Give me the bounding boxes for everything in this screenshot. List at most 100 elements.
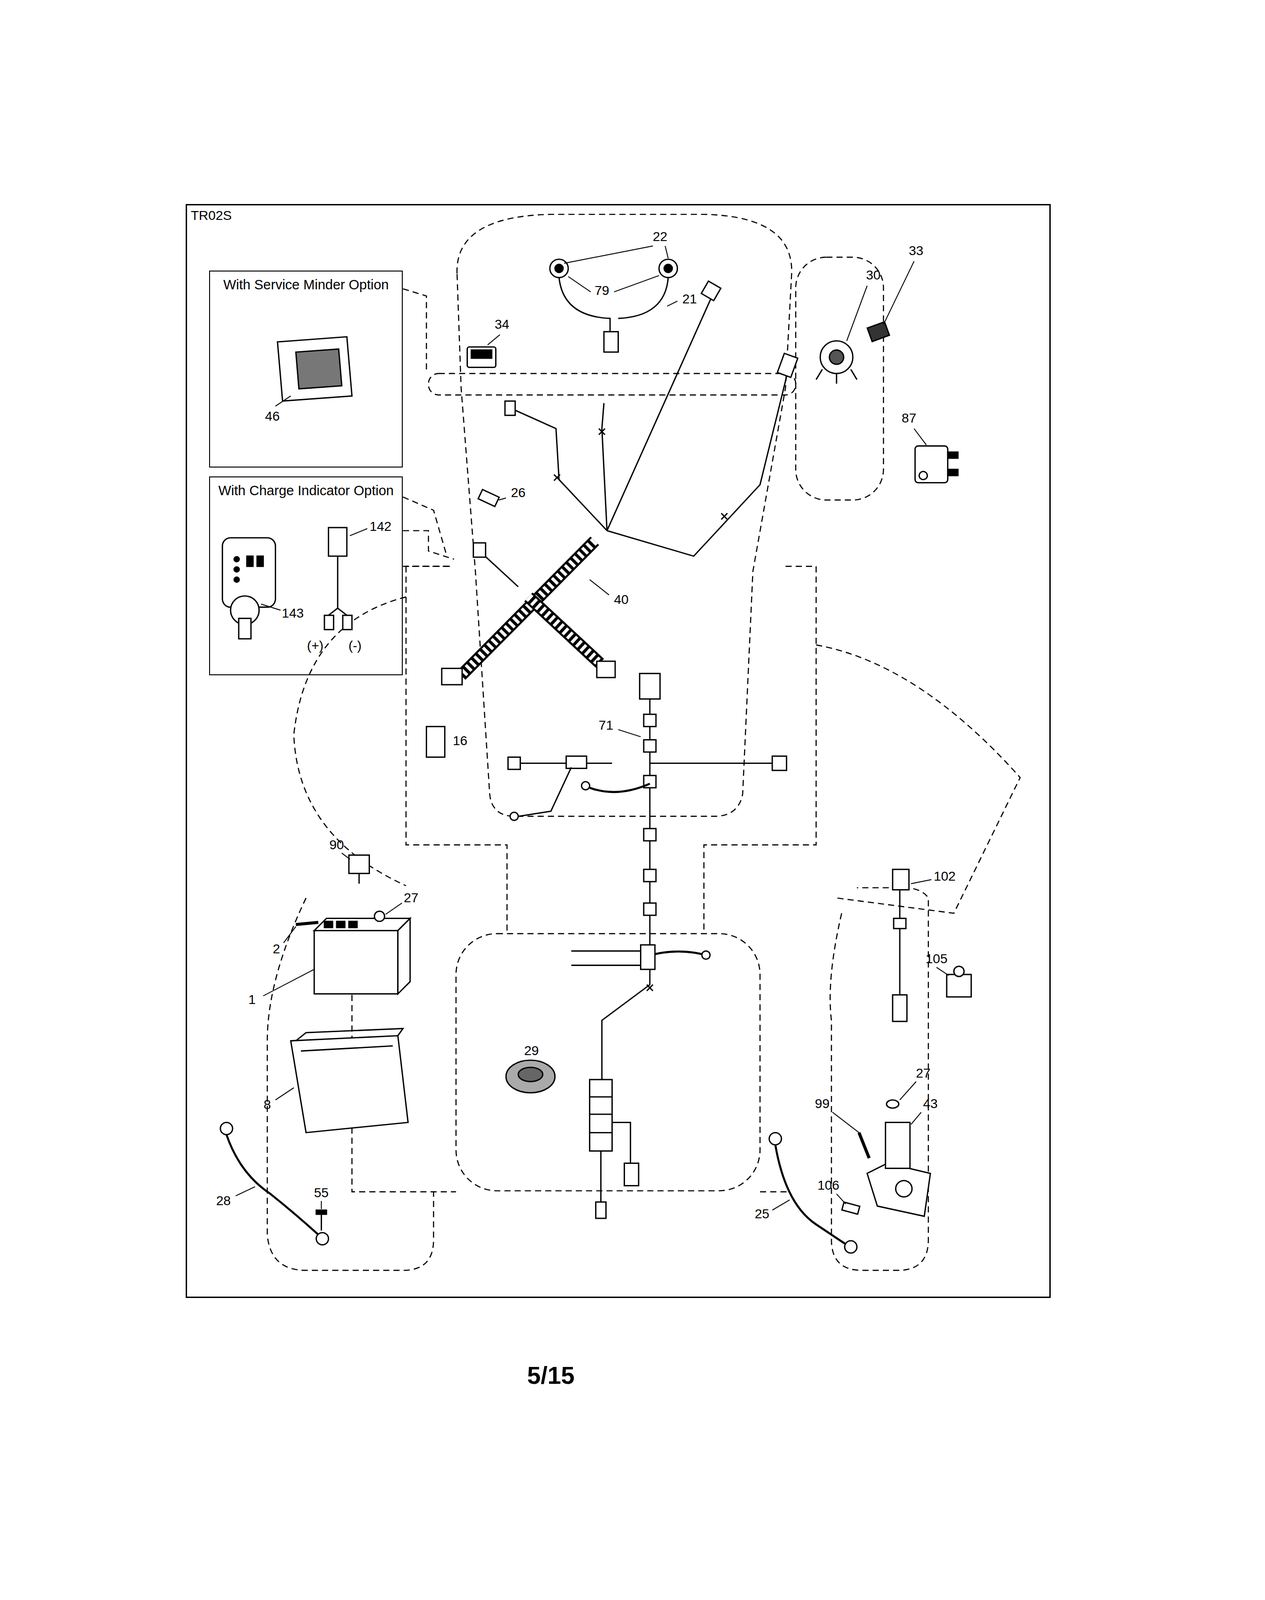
- callout-number: 105: [925, 952, 948, 966]
- drawing-line: [643, 903, 656, 916]
- drawing-line: [460, 540, 595, 676]
- drawing-line: [589, 579, 610, 595]
- drawing-line: [233, 556, 240, 562]
- drawing-line: [659, 259, 678, 278]
- drawing-line: [358, 873, 360, 884]
- drawing-line: [701, 950, 710, 959]
- drawing-line: [829, 349, 844, 364]
- drawing-line: [947, 469, 958, 476]
- drawing-line: [568, 275, 660, 293]
- drawing-line: [589, 1096, 613, 1133]
- drawing-line: [320, 1200, 322, 1209]
- callout-number: 102: [933, 869, 956, 883]
- drawing-line: [498, 497, 506, 500]
- drawing-line: [348, 921, 357, 928]
- drawing-line: [220, 1122, 233, 1135]
- drawing-line: [895, 1180, 912, 1198]
- drawing-line: [295, 922, 319, 925]
- callout-number: 28: [216, 1194, 231, 1208]
- callout-number: 16: [452, 734, 468, 748]
- drawing-line: [406, 565, 449, 567]
- drawing-line: [914, 428, 927, 445]
- callout-number: 43: [923, 1097, 938, 1111]
- callout-number: 34: [494, 317, 510, 332]
- drawing-line: [226, 1134, 319, 1235]
- callout-number: 1: [248, 993, 257, 1007]
- drawing-line: [618, 277, 669, 319]
- drawing-line: [564, 246, 669, 264]
- drawing-line: [558, 277, 610, 337]
- drawing-line: [844, 1240, 858, 1253]
- drawing-line: [883, 261, 914, 325]
- drawing-line: [295, 348, 342, 389]
- drawing-line: [667, 301, 678, 307]
- drawing-line: [518, 1067, 543, 1082]
- drawing-line: [915, 445, 949, 483]
- callout-number: 143: [281, 606, 304, 620]
- callout-number: 142: [369, 519, 392, 534]
- option-heading: With Charge Indicator Option: [218, 482, 394, 499]
- callout-number: 90: [329, 838, 344, 852]
- drawing-line: [936, 967, 949, 976]
- drawing-line: [505, 1060, 555, 1093]
- drawing-line: [428, 373, 796, 396]
- drawing-line: [295, 1028, 403, 1051]
- drawing-line: [603, 331, 618, 353]
- callout-number: 2: [272, 942, 281, 956]
- drawing-line: [701, 280, 722, 301]
- callout-number: 25: [754, 1207, 770, 1221]
- drawing-line: [816, 369, 858, 384]
- drawing-line: [643, 828, 656, 841]
- drawing-line: [385, 903, 402, 915]
- drawing-line: [328, 556, 347, 616]
- callout-number: 106: [817, 1178, 840, 1192]
- drawing-line: [589, 783, 650, 792]
- callout-number: 71: [598, 718, 614, 732]
- drawing-line: [457, 214, 792, 817]
- drawing-line: [267, 897, 434, 1271]
- drawing-line: [607, 295, 713, 531]
- diagram-code: TR02S: [190, 208, 232, 224]
- drawing-line: [487, 334, 500, 346]
- option-box: With Charge Indicator Option: [209, 476, 403, 676]
- callout-number: 55: [314, 1186, 329, 1200]
- drawing-line: [235, 1186, 256, 1197]
- callout-number: 33: [908, 244, 924, 258]
- drawing-line: [640, 944, 655, 970]
- callout-number: 29: [524, 1044, 539, 1058]
- drawing-line: [402, 530, 454, 560]
- drawing-line: [256, 556, 264, 567]
- drawing-line: [663, 264, 672, 273]
- drawing-line: [528, 596, 600, 663]
- drawing-line: [314, 930, 398, 994]
- drawing-line: [772, 1199, 790, 1211]
- drawing-line: [293, 596, 407, 886]
- drawing-line: [336, 921, 345, 928]
- drawing-line: [866, 1163, 931, 1217]
- drawing-line: [508, 757, 521, 770]
- callout-number: 99: [814, 1097, 830, 1111]
- drawing-line: [473, 542, 486, 558]
- callout-number: 8: [263, 1098, 272, 1112]
- callout-number: 27: [403, 891, 419, 905]
- drawing-line: [324, 615, 334, 630]
- callout-number: 40: [613, 593, 629, 607]
- polarity-label: (+): [307, 639, 324, 653]
- parts: [220, 259, 972, 1253]
- drawing-line: [602, 403, 608, 531]
- drawing-line: [918, 471, 927, 480]
- callout-number: 30: [865, 268, 881, 282]
- drawing-line: [233, 577, 240, 583]
- option-heading: With Service Minder Option: [223, 277, 389, 293]
- drawing-line: [349, 528, 368, 536]
- drawing-line: [946, 974, 972, 997]
- drawing-line: [846, 285, 868, 341]
- drawing-line: [595, 1201, 607, 1219]
- drawing-line: [510, 812, 519, 821]
- option-box: With Service Minder Option: [209, 270, 403, 468]
- drawing-line: [571, 950, 650, 965]
- drawing-line: [607, 372, 788, 557]
- drawing-line: [885, 1122, 911, 1169]
- drawing-line: [886, 1099, 899, 1108]
- drawing-line: [795, 256, 884, 500]
